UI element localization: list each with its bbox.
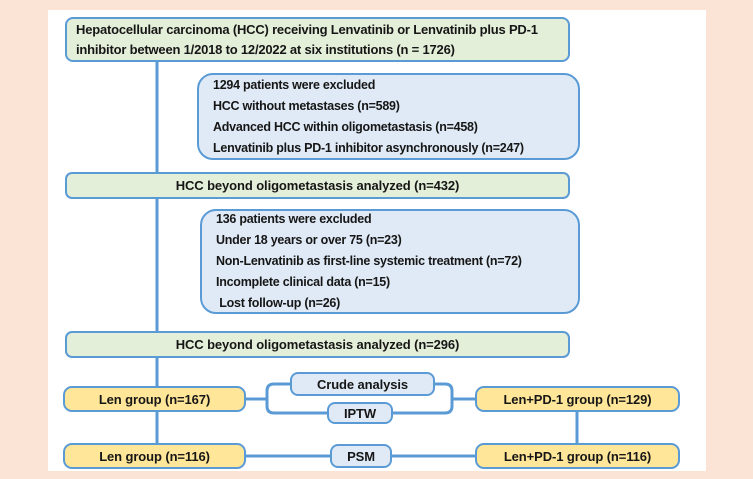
box-psm: PSM <box>330 444 392 468</box>
box-len-group-167: Len group (n=167) <box>63 386 246 412</box>
box-analyzed-432: HCC beyond oligometastasis analyzed (n=4… <box>65 172 570 199</box>
iptw-text: IPTW <box>343 405 377 421</box>
len-group-116-text: Len group (n=116) <box>99 448 210 464</box>
box-analyzed-296: HCC beyond oligometastasis analyzed (n=2… <box>65 331 570 358</box>
box-iptw: IPTW <box>327 402 393 424</box>
box-enrollment: Hepatocellular carcinoma (HCC) receiving… <box>65 17 570 62</box>
len-pd1-group-129-text: Len+PD-1 group (n=129) <box>503 391 652 407</box>
enrollment-text: Hepatocellular carcinoma (HCC) receiving… <box>76 21 538 57</box>
box-exclusion-1: 1294 patients were excluded HCC without … <box>197 73 580 160</box>
exclusion2-item: Lost follow-up (n=26) <box>216 296 341 310</box>
len-pd1-group-116-text: Len+PD-1 group (n=116) <box>503 448 652 464</box>
exclusion1-item: Advanced HCC within oligometastasis (n=4… <box>213 119 478 134</box>
exclusion1-title: 1294 patients were excluded <box>213 77 376 92</box>
box-len-pd1-group-116: Len+PD-1 group (n=116) <box>475 443 680 469</box>
analyzed-296-text: HCC beyond oligometastasis analyzed (n=2… <box>175 337 460 352</box>
box-crude-analysis: Crude analysis <box>290 372 435 396</box>
exclusion1-item: HCC without metastases (n=589) <box>213 98 400 113</box>
exclusion2-item: Non-Lenvatinib as first-line systemic tr… <box>216 254 522 268</box>
analyzed-432-text: HCC beyond oligometastasis analyzed (n=4… <box>175 178 460 193</box>
exclusion2-title: 136 patients were excluded <box>216 212 372 226</box>
psm-text: PSM <box>347 448 375 464</box>
connector-left-bracket <box>265 382 330 415</box>
exclusion1-item: Lenvatinib plus PD-1 inhibitor asynchron… <box>213 140 524 155</box>
box-len-group-116: Len group (n=116) <box>63 443 246 469</box>
exclusion2-item: Under 18 years or over 75 (n=23) <box>216 233 402 247</box>
exclusion2-item: Incomplete clinical data (n=15) <box>216 275 390 289</box>
box-len-pd1-group-129: Len+PD-1 group (n=129) <box>475 386 680 412</box>
len-group-167-text: Len group (n=167) <box>98 391 211 407</box>
crude-analysis-text: Crude analysis <box>316 376 409 392</box>
box-exclusion-2: 136 patients were excluded Under 18 year… <box>200 209 580 314</box>
